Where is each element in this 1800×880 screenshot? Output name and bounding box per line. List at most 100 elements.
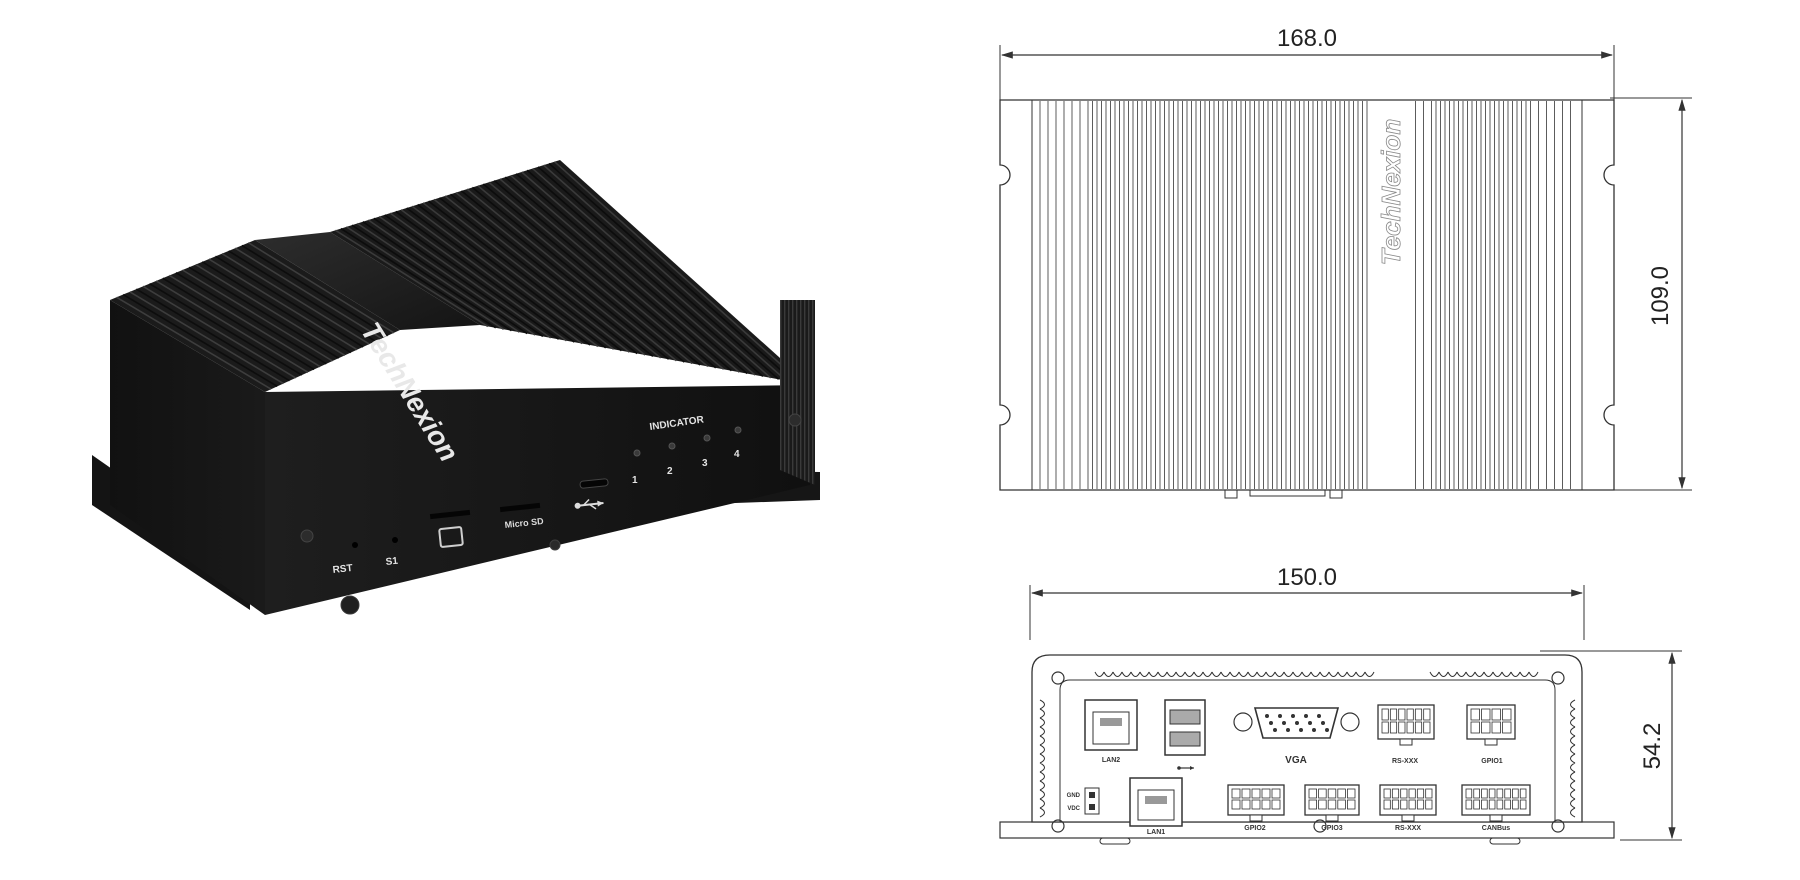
side-wall-left bbox=[110, 300, 265, 615]
top-fin-panel-left bbox=[110, 240, 400, 392]
vga-screw-left bbox=[1233, 712, 1253, 732]
connector-pin bbox=[1502, 708, 1512, 721]
fin-line bbox=[499, 178, 725, 370]
vga-pins bbox=[1265, 714, 1329, 732]
microsd-slot bbox=[499, 502, 541, 513]
vga-pin bbox=[1265, 714, 1269, 718]
fin-line bbox=[400, 209, 583, 345]
connector-pin bbox=[1496, 788, 1504, 799]
vga-pin bbox=[1308, 721, 1312, 725]
fin-line bbox=[395, 210, 575, 343]
connector-pin bbox=[1381, 721, 1389, 734]
connector-latch bbox=[1401, 814, 1415, 822]
connector-pin bbox=[1496, 799, 1504, 810]
connector-pin bbox=[1470, 721, 1480, 734]
fin-line bbox=[234, 247, 383, 340]
connector-pin bbox=[1470, 708, 1480, 721]
fin-line bbox=[553, 161, 803, 385]
led-1 bbox=[633, 449, 641, 457]
led-1-label: 1 bbox=[632, 475, 638, 486]
vga-pin bbox=[1317, 714, 1321, 718]
top-view-outline bbox=[999, 99, 1615, 491]
screw bbox=[1551, 671, 1565, 685]
connector-pin bbox=[1425, 799, 1433, 810]
connector-pin bbox=[1271, 799, 1281, 810]
connector-pin bbox=[1389, 708, 1398, 721]
vga-screw-right bbox=[1340, 712, 1360, 732]
connector-pin bbox=[1414, 721, 1423, 734]
connector-pin bbox=[1231, 788, 1241, 799]
fin-line bbox=[188, 266, 340, 359]
product-photo: TechNexion RST S1 Micro SD INDICATOR bbox=[92, 160, 820, 615]
connector-pin bbox=[1491, 708, 1501, 721]
connector-stub bbox=[1224, 489, 1238, 499]
fin-line bbox=[504, 176, 732, 372]
vga-pin bbox=[1286, 728, 1290, 732]
gpio1-connector bbox=[1466, 704, 1516, 746]
usb-port-2 bbox=[1169, 731, 1201, 747]
vga-pin bbox=[1321, 721, 1325, 725]
fin-line bbox=[378, 215, 552, 339]
connector-pin bbox=[1261, 799, 1271, 810]
vga-pin bbox=[1325, 728, 1329, 732]
canbus-label: CANBus bbox=[1482, 825, 1510, 832]
connector-pin bbox=[1408, 788, 1416, 799]
connector-pin bbox=[1347, 799, 1356, 810]
fin-line bbox=[116, 296, 272, 390]
rs-top-label: RS-XXX bbox=[1392, 758, 1418, 765]
connector-pin bbox=[1414, 708, 1423, 721]
vga-pin bbox=[1273, 728, 1277, 732]
connector-pin bbox=[1481, 708, 1491, 721]
vga-pin bbox=[1269, 721, 1273, 725]
fin-line bbox=[351, 224, 512, 332]
connector-pin bbox=[1473, 788, 1480, 799]
fin-line bbox=[345, 226, 505, 330]
connector-latch bbox=[1249, 814, 1263, 822]
gnd-label: GND bbox=[1067, 793, 1081, 799]
connector-pin bbox=[1465, 799, 1473, 810]
usb-icon bbox=[574, 499, 604, 510]
foot bbox=[1489, 837, 1521, 845]
fin-line bbox=[449, 193, 654, 358]
connector-pin bbox=[1231, 799, 1241, 810]
fin-line bbox=[482, 183, 701, 366]
connector-pin bbox=[1261, 788, 1271, 799]
canbus-connector bbox=[1461, 784, 1531, 822]
gpio3-label: GPIO3 bbox=[1321, 825, 1343, 832]
vdc-label: VDC bbox=[1067, 806, 1080, 812]
fin-line bbox=[439, 197, 638, 355]
fin-line bbox=[149, 282, 303, 376]
connector-pin bbox=[1481, 799, 1488, 810]
base-flange bbox=[999, 821, 1615, 839]
gpio3-connector bbox=[1304, 784, 1360, 822]
connector-pin bbox=[1308, 799, 1317, 810]
vga-pin bbox=[1299, 728, 1303, 732]
screw bbox=[1313, 819, 1327, 833]
fin-line bbox=[433, 198, 630, 353]
screw bbox=[1051, 671, 1065, 685]
fin-line bbox=[340, 227, 497, 329]
fin-line bbox=[175, 272, 327, 365]
gpio1-label: GPIO1 bbox=[1481, 758, 1503, 765]
connector-pin bbox=[1327, 799, 1337, 810]
fin-line bbox=[247, 242, 395, 334]
connector-stub bbox=[1329, 489, 1343, 499]
connector-pin bbox=[1519, 799, 1527, 810]
fin-line bbox=[384, 214, 560, 340]
front-view-inner bbox=[1059, 679, 1556, 822]
fin-line bbox=[373, 217, 544, 338]
connector-pin bbox=[1423, 708, 1431, 721]
connector-pin bbox=[1416, 799, 1425, 810]
s1-label: S1 bbox=[385, 556, 399, 568]
front-face bbox=[265, 385, 810, 615]
fin-line bbox=[215, 255, 364, 348]
connector-pin bbox=[1308, 788, 1317, 799]
sim-slot bbox=[429, 509, 471, 520]
fin-line bbox=[367, 219, 536, 336]
connector-pin bbox=[1337, 799, 1346, 810]
fin-line bbox=[208, 258, 358, 351]
screw bbox=[788, 413, 802, 427]
connector-pin bbox=[1241, 799, 1251, 810]
connector-pin bbox=[1391, 788, 1400, 799]
